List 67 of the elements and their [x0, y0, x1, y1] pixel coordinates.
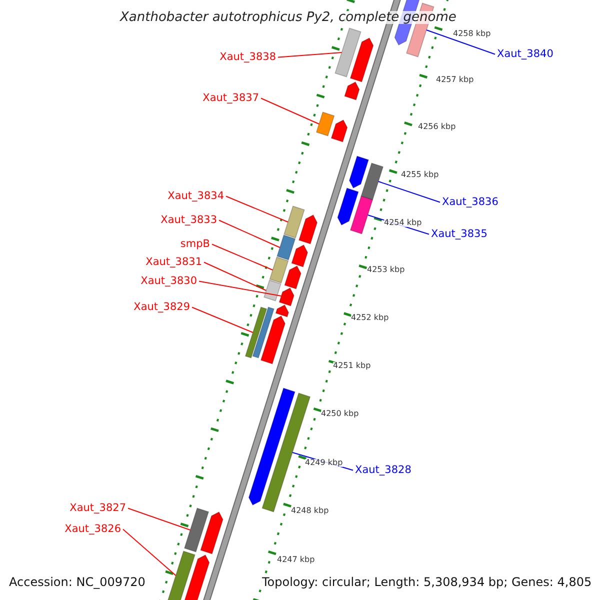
leader-line: [378, 181, 440, 203]
gene-box: [276, 234, 296, 260]
scale-label: 4253 kbp: [367, 266, 405, 274]
gene-label: Xaut_3840: [497, 49, 554, 60]
scale-label: 4251 kbp: [333, 362, 371, 370]
gene-label: Xaut_3837: [202, 93, 259, 104]
gene-label: Xaut_3835: [431, 229, 488, 240]
gene-box: [360, 162, 384, 200]
gene-block: [348, 156, 369, 189]
gene-block: [291, 244, 308, 268]
gene-box: [184, 508, 210, 552]
gene-label: Xaut_3826: [64, 524, 121, 534]
title: Xanthobacter autotrophicus Py2, complete genome: [120, 11, 456, 24]
gene-block: [284, 265, 302, 290]
gene-label: Xaut_3828: [355, 465, 412, 476]
scale-label: 4250 kbp: [321, 410, 359, 418]
gene-box: [252, 306, 274, 358]
gene-block: [275, 304, 290, 318]
gene-box: [334, 28, 362, 78]
scale-label: 4258 kbp: [453, 30, 491, 38]
gene-block: [200, 511, 224, 554]
leader-line: [278, 52, 342, 58]
leader-line: [426, 30, 496, 55]
gene-box: [316, 112, 335, 136]
leader-line: [226, 196, 288, 222]
gene-block: [344, 81, 360, 100]
gene-label: Xaut_3831: [146, 257, 202, 268]
gene-block: [182, 554, 210, 600]
gene-box: [269, 256, 289, 284]
scale-label: 4256 kbp: [418, 123, 456, 131]
gene-label: Xaut_3829: [134, 302, 190, 312]
scale-label: 4247 kbp: [277, 556, 315, 564]
gene-box: [164, 550, 196, 600]
gene-box: [264, 280, 282, 302]
gene-block: [248, 388, 296, 506]
gene-block: [337, 188, 359, 226]
gene-label: smpB: [180, 239, 210, 250]
gene-box: [350, 196, 374, 234]
gene-block: [278, 287, 294, 306]
gene-block: [298, 214, 318, 244]
gene-label: Xaut_3827: [70, 503, 126, 514]
gene-block: [350, 37, 374, 82]
scale-label: 4257 kbp: [436, 76, 474, 84]
gene-label: Xaut_3838: [220, 52, 276, 62]
accession-text: Accession: NC_009720: [9, 576, 146, 588]
scale-label: 4249 kbp: [305, 459, 343, 467]
scale-label: 4255 kbp: [401, 171, 439, 179]
leader-line: [212, 244, 274, 270]
leader-line: [260, 98, 320, 124]
leader-line: [198, 280, 282, 296]
leader-line: [218, 220, 280, 248]
gene-block: [330, 119, 348, 142]
gene-box: [244, 306, 268, 358]
leader-line: [122, 528, 176, 576]
gene-label: Xaut_3830: [140, 276, 197, 286]
gene-label: Xaut_3833: [160, 215, 217, 226]
gene-block: [260, 315, 286, 364]
leader-line: [128, 508, 191, 530]
leader-line: [192, 306, 254, 333]
gene-label: Xaut_3834: [168, 191, 224, 202]
gene-box: [284, 206, 305, 238]
gene-label: Xaut_3836: [442, 197, 498, 208]
scale-label: 4248 kbp: [291, 507, 329, 515]
scale-label: 4252 kbp: [351, 314, 389, 322]
scale-label: 4254 kbp: [384, 219, 422, 227]
genome-summary: Topology: circular; Length: 5,308,934 bp; Genes: 4,805: [262, 576, 592, 588]
leader-line: [204, 262, 267, 291]
